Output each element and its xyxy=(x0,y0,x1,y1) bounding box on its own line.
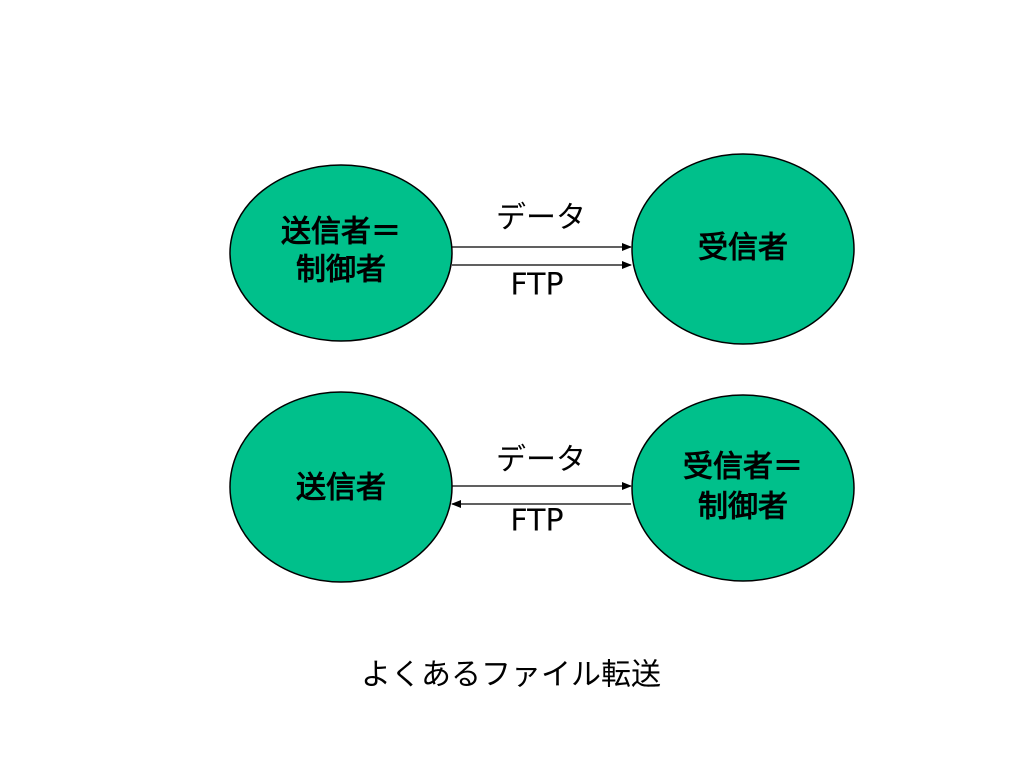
ftp-label: FTP xyxy=(510,268,563,303)
sender-node xyxy=(229,391,453,583)
receiver-node xyxy=(631,153,855,345)
receiver-controller-node xyxy=(631,394,855,582)
ftp-label: FTP xyxy=(510,504,563,539)
data-label: データ xyxy=(496,201,586,236)
diagram-1: 送信者＝ 制御者 受信者 データ FTP xyxy=(229,153,855,345)
sender-label: 送信者 xyxy=(296,471,386,506)
receiver-controller-label-line2: 制御者 xyxy=(698,490,788,525)
receiver-label: 受信者 xyxy=(698,231,788,266)
sender-controller-label-line1: 送信者＝ xyxy=(281,215,401,250)
receiver-controller-label-line1: 受信者＝ xyxy=(683,450,803,485)
sender-controller-label-line2: 制御者 xyxy=(296,253,386,288)
sender-controller-node xyxy=(229,164,453,342)
caption: よくあるファイル転送 xyxy=(361,658,661,693)
diagram-2: 送信者 受信者＝ 制御者 データ FTP xyxy=(229,391,855,583)
data-label: データ xyxy=(496,443,586,478)
